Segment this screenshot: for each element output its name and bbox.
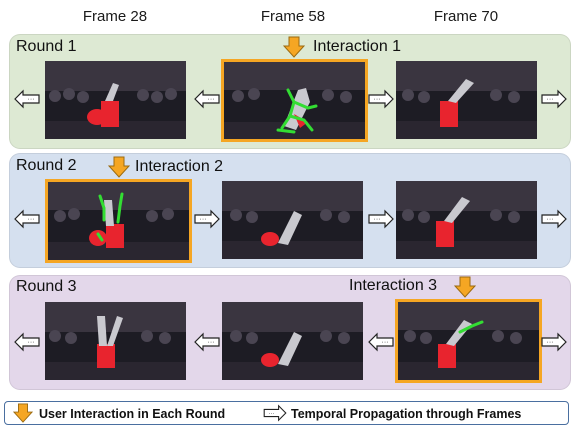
- left-arrow-icon: ···: [14, 89, 40, 109]
- right-arrow-icon: ···: [368, 209, 394, 229]
- frame-70-header: Frame 70: [433, 8, 499, 25]
- svg-text:···: ···: [208, 339, 215, 346]
- svg-text:···: ···: [28, 216, 35, 223]
- right-arrow-icon: ···: [194, 209, 220, 229]
- right-arrow-icon: ···: [541, 332, 567, 352]
- svg-text:···: ···: [268, 410, 274, 417]
- right-arrow-icon: ···: [263, 404, 287, 422]
- svg-text:···: ···: [547, 339, 554, 346]
- legend: User Interaction in Each Round ··· Tempo…: [4, 401, 569, 425]
- frame-28-round-1: [45, 61, 186, 139]
- frame-28-round-3: [45, 302, 186, 380]
- svg-text:···: ···: [547, 216, 554, 223]
- frame-58-header: Frame 58: [260, 8, 326, 25]
- frame-70-round-3-selected[interactable]: [395, 299, 542, 383]
- left-arrow-icon: ···: [14, 332, 40, 352]
- svg-text:···: ···: [28, 96, 35, 103]
- frame-70-round-2: [396, 181, 537, 259]
- round-2-label: Round 2: [16, 157, 77, 174]
- svg-text:···: ···: [547, 96, 554, 103]
- frame-70-round-1: [396, 61, 537, 139]
- svg-text:···: ···: [374, 96, 381, 103]
- interaction-2-label: Interaction 2: [135, 158, 224, 175]
- left-arrow-icon: ···: [14, 209, 40, 229]
- svg-text:···: ···: [382, 339, 389, 346]
- interaction-3-label: Interaction 3: [349, 277, 438, 294]
- frame-58-round-2: [222, 181, 363, 259]
- down-arrow-icon: [107, 156, 131, 178]
- round-1-label: Round 1: [16, 38, 77, 55]
- right-arrow-icon: ···: [541, 89, 567, 109]
- left-arrow-icon: ···: [368, 332, 394, 352]
- frame-28-header: Frame 28: [82, 8, 148, 25]
- legend-interaction-label: User Interaction in Each Round: [39, 407, 226, 421]
- down-arrow-icon: [453, 276, 477, 298]
- right-arrow-icon: ···: [541, 209, 567, 229]
- svg-text:···: ···: [28, 339, 35, 346]
- right-arrow-icon: ···: [368, 89, 394, 109]
- down-arrow-icon: [282, 36, 306, 58]
- frame-58-round-3: [222, 302, 363, 380]
- svg-text:···: ···: [208, 96, 215, 103]
- left-arrow-icon: ···: [194, 89, 220, 109]
- legend-propagation-label: Temporal Propagation through Frames: [291, 407, 522, 421]
- round-3-label: Round 3: [16, 278, 77, 295]
- frame-58-round-1-selected[interactable]: [221, 59, 368, 142]
- svg-text:···: ···: [200, 216, 207, 223]
- interaction-1-label: Interaction 1: [313, 38, 402, 55]
- svg-text:···: ···: [374, 216, 381, 223]
- left-arrow-icon: ···: [194, 332, 220, 352]
- down-arrow-icon: [12, 403, 34, 423]
- frame-28-round-2-selected[interactable]: [45, 179, 192, 263]
